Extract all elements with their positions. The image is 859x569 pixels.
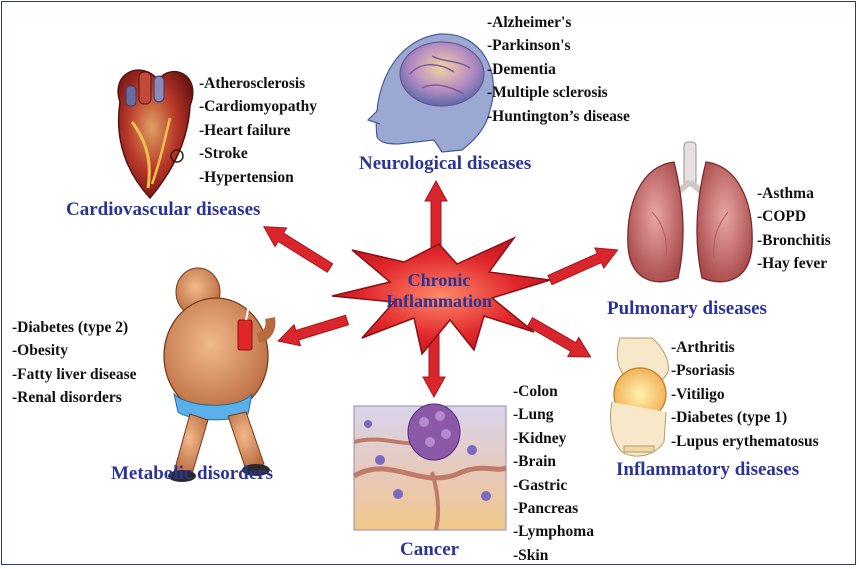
list-item: -Obesity: [12, 339, 137, 362]
neurological-list: -Alzheimer's -Parkinson's -Dementia -Mul…: [487, 11, 630, 128]
list-item: -Arthritis: [671, 336, 819, 359]
list-item: -Psoriasis: [671, 359, 819, 382]
pulmonary-title: Pulmonary diseases: [607, 298, 767, 320]
center-label-line2: Inflammation: [374, 291, 504, 312]
list-item: -Colon: [513, 380, 594, 403]
list-item: -Alzheimer's: [487, 11, 630, 34]
list-item: -Hypertension: [199, 166, 317, 189]
list-item: -Asthma: [757, 182, 831, 205]
cancer-title: Cancer: [400, 539, 459, 561]
list-item: -Cardiomyopathy: [199, 95, 317, 118]
list-item: -Gastric: [513, 474, 594, 497]
list-item: -Vitiligo: [671, 383, 819, 406]
list-item: -Huntington’s disease: [487, 105, 630, 128]
heart-illustration: [118, 70, 193, 198]
center-label: Chronic Inflammation: [374, 270, 504, 312]
cancer-list: -Colon -Lung -Kidney -Brain -Gastric -Pa…: [513, 380, 594, 567]
arrow-to-cardiovascular: [258, 217, 336, 277]
list-item: -COPD: [757, 205, 831, 228]
list-item: -Parkinson's: [487, 34, 630, 57]
list-item: -Pancreas: [513, 497, 594, 520]
list-item: -Lupus erythematosus: [671, 430, 819, 453]
list-item: -Lymphoma: [513, 520, 594, 543]
metabolic-list: -Diabetes (type 2) -Obesity -Fatty liver…: [12, 316, 137, 410]
list-item: -Heart failure: [199, 119, 317, 142]
list-item: -Brain: [513, 450, 594, 473]
list-item: -Bronchitis: [757, 229, 831, 252]
list-item: -Fatty liver disease: [12, 363, 137, 386]
center-label-line1: Chronic: [374, 270, 504, 291]
brain-head-illustration: [368, 34, 493, 152]
joint-illustration: [610, 338, 668, 456]
list-item: -Stroke: [199, 142, 317, 165]
obese-man-illustration: [164, 268, 271, 482]
pulmonary-list: -Asthma -COPD -Bronchitis -Hay fever: [757, 182, 831, 276]
list-item: -Renal disorders: [12, 386, 137, 409]
arrow-to-inflammatory: [525, 312, 597, 366]
neurological-title: Neurological diseases: [359, 153, 531, 175]
inflammatory-list: -Arthritis -Psoriasis -Vitiligo -Diabete…: [671, 336, 819, 453]
list-item: -Diabetes (type 1): [671, 406, 819, 429]
list-item: -Hay fever: [757, 252, 831, 275]
list-item: -Atherosclerosis: [199, 72, 317, 95]
lungs-illustration: [628, 142, 752, 282]
list-item: -Kidney: [513, 427, 594, 450]
list-item: -Dementia: [487, 58, 630, 81]
cardiovascular-title: Cardiovascular diseases: [66, 199, 260, 221]
cardiovascular-list: -Atherosclerosis -Cardiomyopathy -Heart …: [199, 72, 317, 189]
list-item: -Skin: [513, 544, 594, 567]
list-item: -Diabetes (type 2): [12, 316, 137, 339]
tumor-tissue-illustration: [354, 404, 506, 530]
metabolic-title: Metabolic disorders: [111, 463, 273, 485]
list-item: -Lung: [513, 403, 594, 426]
inflammatory-title: Inflammatory diseases: [616, 459, 799, 481]
list-item: -Multiple sclerosis: [487, 81, 630, 104]
arrow-to-metabolic: [275, 309, 350, 351]
arrow-to-pulmonary: [546, 240, 623, 290]
arrow-to-neurological: [425, 181, 447, 247]
